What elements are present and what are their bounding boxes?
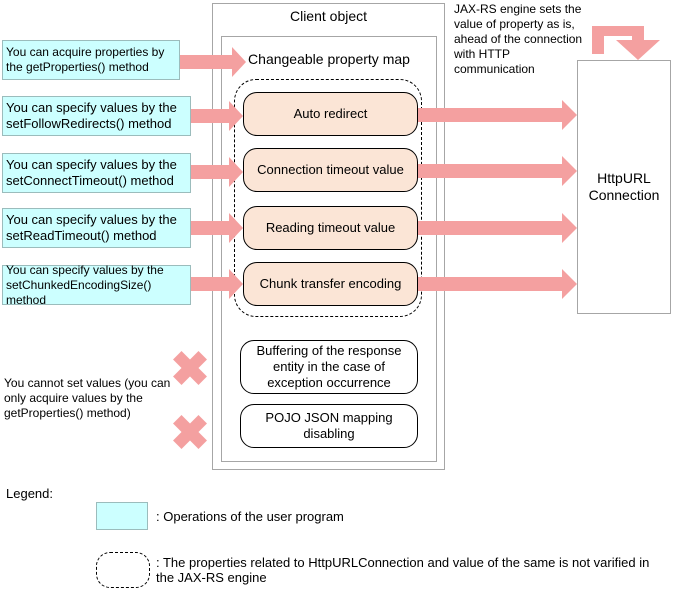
client-object-title: Client object [289, 8, 368, 24]
arrow-auto-redirect-to-http [418, 100, 577, 130]
property-connection-timeout: Connection timeout value [243, 148, 418, 192]
arrow-set-follow-redirects [191, 101, 243, 131]
operation-set-chunked-encoding-size: You can specify values by the setChunked… [2, 263, 191, 307]
legend-title: Legend: [6, 486, 53, 501]
property-map-frame [221, 36, 437, 462]
property-chunk-transfer: Chunk transfer encoding [243, 262, 418, 306]
legend-dashed-desc: : The properties related to HttpURLConne… [156, 555, 650, 585]
arrow-engine-sets-value [592, 26, 660, 60]
arrow-connection-timeout-to-http [418, 156, 577, 186]
arrow-chunk-transfer-to-http [418, 269, 577, 299]
cannot-set-note: You cannot set values (you can only acqu… [4, 376, 171, 420]
arrow-reading-timeout-to-http [418, 213, 577, 243]
property-buffering-response: Buffering of the response entity in the … [240, 340, 418, 394]
engine-note: JAX-RS engine sets the value of property… [454, 2, 583, 76]
arrow-set-chunked-encoding [191, 269, 243, 299]
arrow-set-connect-timeout [191, 157, 243, 187]
legend-dashed-swatch [96, 552, 150, 588]
operation-get-properties: You can acquire properties by the getPro… [2, 40, 180, 80]
unverified-properties-group [234, 79, 422, 317]
cross-icon [173, 351, 207, 385]
operation-set-follow-redirects: You can specify values by the setFollowR… [2, 96, 191, 136]
http-url-connection-box: HttpURL Connection [577, 60, 671, 314]
arrow-set-read-timeout [191, 213, 243, 243]
legend-operations-desc: : Operations of the user program [156, 509, 344, 524]
arrow-get-properties [180, 47, 246, 77]
property-auto-redirect: Auto redirect [243, 92, 418, 136]
legend-operations-swatch [96, 502, 148, 530]
cross-icon [173, 415, 207, 449]
property-reading-timeout: Reading timeout value [243, 206, 418, 250]
property-map-title: Changeable property map [248, 51, 410, 67]
operation-set-read-timeout: You can specify values by the setReadTim… [2, 208, 191, 248]
operation-set-connect-timeout: You can specify values by the setConnect… [2, 153, 191, 193]
property-pojo-json-mapping: POJO JSON mapping disabling [240, 404, 418, 448]
